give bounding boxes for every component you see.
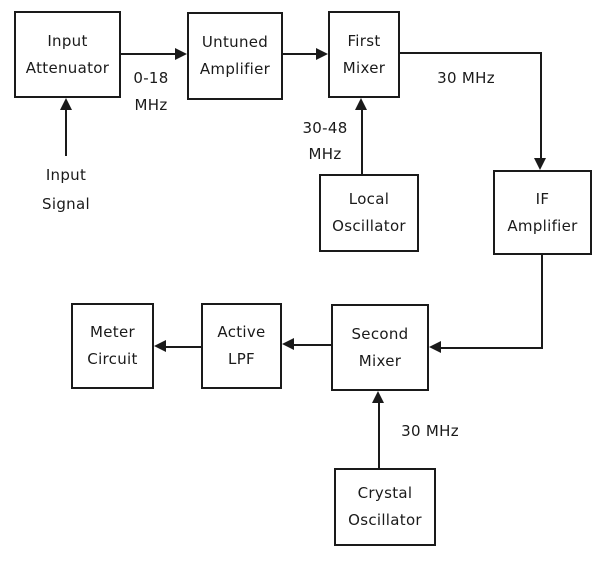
edge-firstmixer-ifamp-arrowhead	[534, 158, 546, 170]
node-meter-circuit: Meter Circuit	[71, 303, 154, 389]
edge-attenuator-amplifier-arrowhead	[175, 48, 187, 60]
label-line: 0-18	[133, 69, 169, 87]
edge-localosc-firstmixer-arrowhead	[355, 98, 367, 110]
edge-firstmixer-ifamp-line-v	[540, 52, 542, 159]
node-input-attenuator: Input Attenuator	[14, 11, 121, 98]
label-line: MHz	[308, 145, 342, 163]
edge-attenuator-amplifier-line	[121, 53, 177, 55]
edge-amplifier-firstmixer-line	[283, 53, 318, 55]
edge-secondmixer-lpf-line	[293, 344, 331, 346]
node-label: Attenuator	[25, 58, 110, 77]
node-label: Crystal	[357, 484, 413, 502]
node-first-mixer: First Mixer	[328, 11, 400, 98]
node-untuned-amplifier: Untuned Amplifier	[187, 12, 283, 100]
edge-lpf-meter-line	[165, 346, 201, 348]
node-label: Untuned	[201, 33, 269, 51]
edge-inputsignal-attenuator-line	[65, 109, 67, 156]
node-label: LPF	[228, 350, 255, 368]
edge-ifamp-secondmixer-line-v	[541, 255, 543, 349]
label-30mhz-top: 30 MHz	[437, 69, 495, 87]
node-local-oscillator: Local Oscillator	[319, 174, 419, 252]
edge-lpf-meter-arrowhead	[154, 340, 166, 352]
node-label: Circuit	[87, 350, 138, 368]
edge-amplifier-firstmixer-arrowhead	[316, 48, 328, 60]
node-label: Mixer	[358, 351, 402, 370]
node-label: Amplifier	[199, 60, 271, 78]
edge-crystalosc-secondmixer-arrowhead	[372, 391, 384, 403]
edge-secondmixer-lpf-arrowhead	[282, 338, 294, 350]
label-band-30-48: 30-48 MHz	[296, 115, 354, 167]
node-label: IF	[535, 189, 550, 208]
edge-ifamp-secondmixer-arrowhead	[429, 341, 441, 353]
edge-firstmixer-ifamp-line-h	[400, 52, 542, 54]
node-label: Mixer	[342, 58, 386, 77]
node-label: Local	[348, 190, 390, 208]
label-line: Signal	[42, 195, 90, 213]
node-crystal-oscillator: Crystal Oscillator	[334, 468, 436, 546]
node-label: Meter	[90, 323, 135, 341]
node-active-lpf: Active LPF	[201, 303, 282, 389]
edge-localosc-firstmixer-line	[361, 109, 363, 175]
label-line: 30-48	[302, 119, 348, 137]
label-line: Input	[45, 166, 87, 184]
label-line: MHz	[134, 96, 168, 114]
node-label: Amplifier	[507, 216, 578, 235]
label-30mhz-bottom: 30 MHz	[401, 422, 459, 440]
node-label: Input	[47, 31, 88, 50]
node-label: Second	[351, 324, 409, 343]
node-label: Oscillator	[332, 217, 406, 235]
label-band-0-18: 0-18 MHz	[125, 65, 177, 119]
node-label: First	[347, 31, 381, 50]
edge-crystalosc-secondmixer-line	[378, 402, 380, 468]
node-label: Active	[217, 323, 266, 341]
label-input-signal: Input Signal	[30, 161, 102, 219]
node-second-mixer: Second Mixer	[331, 304, 429, 391]
edge-inputsignal-attenuator-arrowhead	[60, 98, 72, 110]
node-if-amplifier: IF Amplifier	[493, 170, 592, 255]
node-label: Oscillator	[348, 511, 422, 529]
edge-ifamp-secondmixer-line-h	[440, 347, 543, 349]
